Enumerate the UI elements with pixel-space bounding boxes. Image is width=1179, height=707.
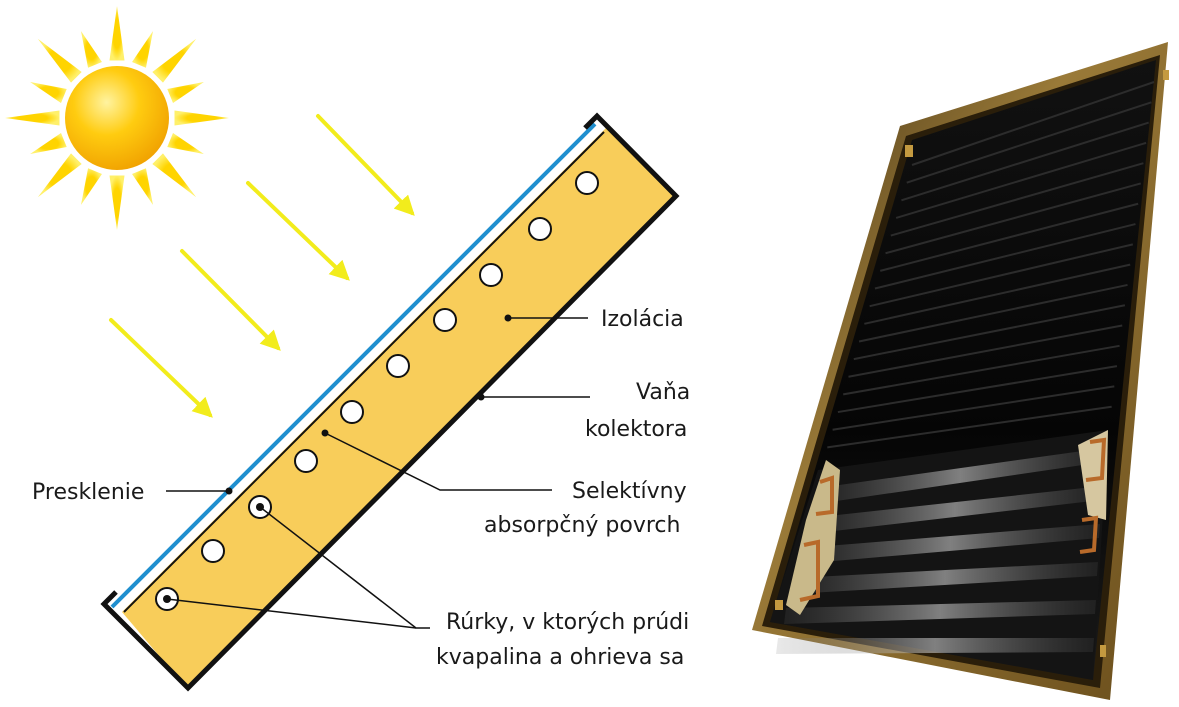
sun-ray	[5, 110, 60, 126]
label-absorber-line2: absorpčný povrch	[484, 513, 680, 538]
cutaway-fin	[776, 638, 1094, 654]
label-insulation: Izolácia	[601, 307, 684, 332]
arrow-icon	[109, 318, 213, 418]
panel-fin-line	[911, 81, 1155, 166]
tube	[528, 217, 552, 241]
panel-fin-line	[879, 202, 1139, 272]
sun-ray	[30, 82, 67, 103]
cutaway-fin	[808, 486, 1102, 534]
panel-fin-line	[895, 141, 1147, 219]
sun-ray	[132, 31, 153, 68]
cutaway-fin	[800, 524, 1100, 564]
arrow-icon	[246, 181, 350, 281]
tube	[433, 308, 457, 332]
arrow-icon	[316, 114, 415, 216]
label-housing-line2: kolektora	[585, 417, 687, 442]
panel-fin-line	[832, 385, 1115, 431]
panel-fin-line	[864, 263, 1131, 325]
panel-fin-line	[858, 283, 1128, 343]
sun-ray	[174, 110, 229, 126]
label-housing-line1: Vaňa	[636, 380, 690, 405]
panel-fin-line	[853, 304, 1126, 361]
leader-lines	[166, 314, 590, 629]
cutaway-fin	[784, 600, 1096, 624]
tube	[575, 171, 599, 195]
panel-fin-line	[874, 223, 1136, 290]
sun-ray	[167, 82, 204, 103]
panel-fin-line	[901, 121, 1150, 202]
tubes	[155, 171, 599, 611]
sun-ray	[132, 168, 153, 205]
label-tubes-line2: kvapalina a ohrieva sa	[436, 645, 684, 670]
tube	[340, 400, 364, 424]
sun-ray	[81, 31, 102, 68]
cutaway-fin	[816, 448, 1104, 504]
absorber-surface	[123, 131, 605, 613]
panel-fin-line	[843, 344, 1120, 396]
sun-ray	[30, 133, 67, 154]
collector-housing	[100, 112, 680, 692]
panel-fin-line	[827, 405, 1112, 449]
sun-ray	[81, 168, 102, 205]
glazing-pane	[110, 122, 597, 609]
panel-fin-line	[869, 243, 1134, 308]
label-glazing: Presklenie	[32, 480, 144, 505]
sun-ray	[109, 6, 125, 61]
sun-ray	[152, 153, 197, 198]
panel-fin-line	[906, 101, 1152, 184]
label-tubes-line1: Rúrky, v ktorých prúdi	[446, 610, 689, 635]
label-absorber-line1: Selektívny	[572, 479, 687, 504]
collector-cross-section	[100, 112, 680, 692]
arrow-icon	[180, 249, 281, 351]
tube	[294, 449, 318, 473]
panel-fin-line	[890, 162, 1144, 237]
sun-ray	[37, 38, 82, 83]
sun-icon	[5, 6, 229, 230]
solar-panel-illustration	[752, 42, 1169, 700]
sun-ray	[152, 38, 197, 83]
sun-ray	[37, 153, 82, 198]
panel-fin-line	[837, 365, 1118, 414]
panel-fin-line	[848, 324, 1123, 378]
sun-ray	[167, 133, 204, 154]
cutaway-fin	[792, 562, 1098, 594]
tube	[479, 263, 503, 287]
tube	[386, 354, 410, 378]
panel-fin-line	[885, 182, 1142, 255]
tube	[201, 539, 225, 563]
sunlight-arrows	[109, 114, 415, 418]
insulation-layer	[122, 128, 676, 690]
sun-ray	[109, 175, 125, 230]
